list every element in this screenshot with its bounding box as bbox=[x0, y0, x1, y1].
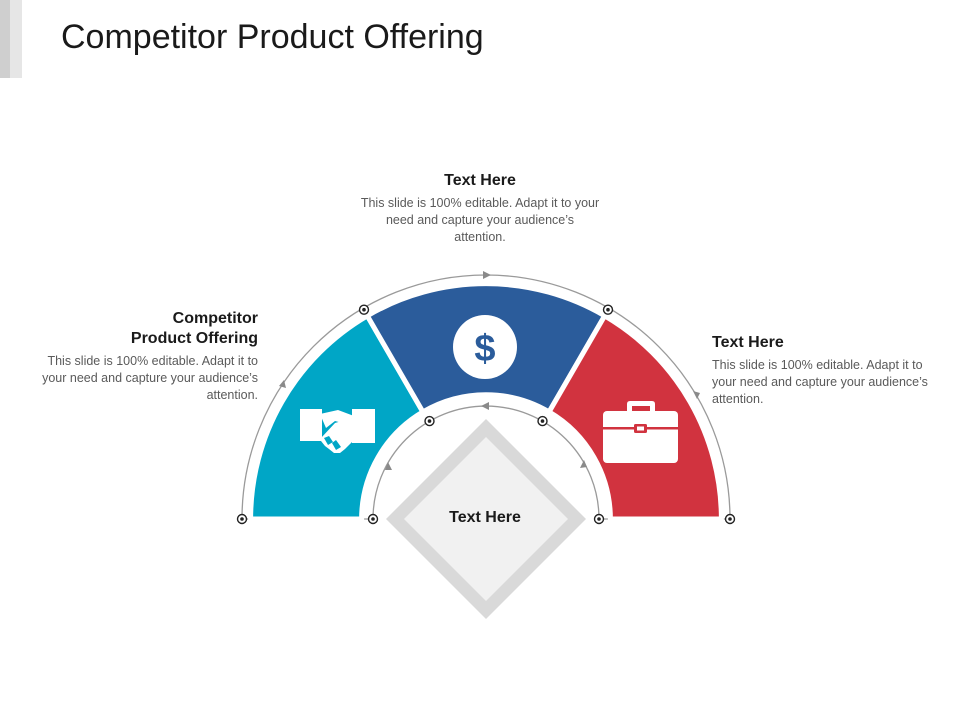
dot-outer-right-end bbox=[724, 513, 736, 525]
left-body: This slide is 100% editable. Adapt it to… bbox=[42, 354, 258, 402]
arrow-outer-top bbox=[483, 271, 491, 279]
briefcase-icon bbox=[603, 401, 678, 463]
title-accent-bar bbox=[0, 0, 22, 78]
dot-outer-right-divider bbox=[602, 304, 614, 315]
guide-arrows bbox=[279, 271, 700, 470]
text-block-right: Text Here This slide is 100% editable. A… bbox=[712, 333, 937, 408]
dollar-icon: $ bbox=[453, 315, 517, 379]
center-diamond-inner bbox=[404, 437, 568, 601]
arrow-outer-left bbox=[279, 380, 286, 388]
dot-outer-left-end bbox=[236, 513, 248, 525]
dot-inner-right-divider bbox=[537, 415, 548, 427]
dot-inner-right-end bbox=[593, 513, 605, 525]
text-block-top: Text Here This slide is 100% editable. A… bbox=[360, 171, 600, 246]
top-body: This slide is 100% editable. Adapt it to… bbox=[360, 196, 600, 244]
dot-inner-left-divider bbox=[424, 415, 435, 427]
svg-text:$: $ bbox=[474, 328, 495, 370]
arrow-outer-right bbox=[693, 391, 700, 399]
connector-dots bbox=[236, 304, 736, 525]
arrow-inner-right bbox=[580, 460, 587, 468]
page-title: Competitor Product Offering bbox=[61, 18, 484, 56]
center-label: Text Here bbox=[449, 509, 521, 526]
arrow-inner-left bbox=[385, 462, 392, 470]
top-heading: Text Here bbox=[444, 172, 516, 189]
left-heading: Competitor Product Offering bbox=[130, 310, 258, 347]
dot-outer-left-divider bbox=[358, 304, 370, 315]
text-block-left: Competitor Product Offering This slide i… bbox=[30, 309, 258, 404]
handshake-icon bbox=[300, 409, 375, 453]
right-body: This slide is 100% editable. Adapt it to… bbox=[712, 358, 928, 406]
right-heading: Text Here bbox=[712, 334, 784, 351]
arrow-inner-top bbox=[481, 402, 489, 410]
dot-inner-left-end bbox=[367, 513, 379, 525]
